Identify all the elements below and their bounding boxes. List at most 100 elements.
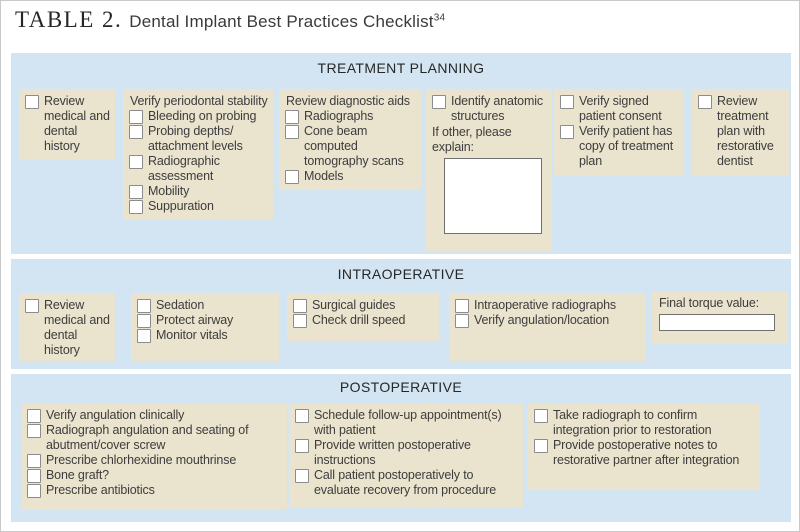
item-label: Bleeding on probing [148, 109, 257, 123]
item-label: Verify angulation/location [474, 313, 610, 327]
checklist-item: Verify angulation/location [455, 313, 640, 328]
item-label: Review treatment plan with restorative d… [717, 94, 774, 168]
section-intraoperative: INTRAOPERATIVE Review medical and dental… [11, 259, 791, 369]
item-label: Protect airway [156, 313, 234, 327]
checklist-item: Radiograph angulation and seating of abu… [27, 423, 282, 453]
checklist-item: Review medical and dental history [25, 94, 110, 154]
item-label: Verify signed patient consent [579, 94, 662, 123]
checklist-item: Prescribe antibiotics [27, 483, 282, 498]
figure-title: TABLE 2. Dental Implant Best Practices Ch… [15, 7, 445, 33]
column-header: Verify periodontal stability [130, 94, 268, 108]
checkbox[interactable] [295, 469, 309, 483]
checkbox[interactable] [432, 95, 446, 109]
checklist-item: Provide written postoperative instructio… [295, 438, 518, 468]
item-label: Verify angulation clinically [46, 408, 185, 422]
checkbox[interactable] [129, 200, 143, 214]
checklist-item: Protect airway [137, 313, 274, 328]
item-label: Radiographic assessment [148, 154, 220, 183]
final-torque-input[interactable] [659, 314, 775, 331]
checklist-item: Verify angulation clinically [27, 408, 282, 423]
checkbox[interactable] [27, 484, 41, 498]
group-review-history-io: Review medical and dental history [19, 293, 115, 361]
item-label: Cone beam computed tomography scans [304, 124, 404, 168]
checklist-item: Bone graft? [27, 468, 282, 483]
other-explain-textarea[interactable] [444, 158, 542, 234]
group-postop-integration: Take radiograph to confirm integration p… [528, 403, 760, 490]
checkbox[interactable] [455, 314, 469, 328]
checkbox[interactable] [27, 409, 41, 423]
checkbox[interactable] [285, 125, 299, 139]
checkbox[interactable] [25, 95, 39, 109]
checklist-item: Probing depths/ attachment levels [129, 124, 268, 154]
checkbox[interactable] [137, 329, 151, 343]
checkbox[interactable] [129, 110, 143, 124]
checkbox[interactable] [455, 299, 469, 313]
checkbox[interactable] [137, 314, 151, 328]
checklist-item: Take radiograph to confirm integration p… [534, 408, 755, 438]
table-title-text: Dental Implant Best Practices Checklist3… [129, 12, 445, 31]
group-review-plan-restorative: Review treatment plan with restorative d… [692, 89, 789, 175]
checklist-item: Provide postoperative notes to restorati… [534, 438, 755, 468]
item-label: Prescribe chlorhexidine mouthrinse [46, 453, 237, 467]
section-header-intraoperative: INTRAOPERATIVE [337, 266, 465, 282]
checkbox[interactable] [27, 454, 41, 468]
checkbox[interactable] [27, 424, 41, 438]
checklist-item: Review medical and dental history [25, 298, 110, 358]
item-label: Radiograph angulation and seating of abu… [46, 423, 249, 452]
checkbox[interactable] [285, 170, 299, 184]
group-review-history-tp: Review medical and dental history [19, 89, 115, 160]
item-label: Schedule follow-up appointment(s) with p… [314, 408, 502, 437]
item-label: Provide postoperative notes to restorati… [553, 438, 740, 467]
checklist-item: Review treatment plan with restorative d… [698, 94, 784, 169]
item-label: Call patient postoperatively to evaluate… [314, 468, 497, 497]
checkbox[interactable] [293, 299, 307, 313]
item-label: Verify patient has copy of treatment pla… [579, 124, 674, 168]
item-label: Review medical and dental history [44, 298, 110, 357]
item-label: Review medical and dental history [44, 94, 110, 153]
item-label: Bone graft? [46, 468, 109, 482]
item-label: Radiographs [304, 109, 374, 123]
checkbox[interactable] [534, 439, 548, 453]
checkbox[interactable] [129, 155, 143, 169]
item-label: Intraoperative radiographs [474, 298, 617, 312]
item-label: Surgical guides [312, 298, 396, 312]
checkbox[interactable] [560, 95, 574, 109]
item-label: Take radiograph to confirm integration p… [553, 408, 712, 437]
table-number-label: TABLE 2. [15, 7, 123, 32]
checkbox[interactable] [27, 469, 41, 483]
checklist-item: Verify signed patient consent [560, 94, 679, 124]
checkbox[interactable] [534, 409, 548, 423]
checkbox[interactable] [25, 299, 39, 313]
item-label: Monitor vitals [156, 328, 228, 342]
table-title-main: Dental Implant Best Practices Checklist [129, 12, 434, 31]
checklist-item: Monitor vitals [137, 328, 274, 343]
checkbox[interactable] [698, 95, 712, 109]
checklist-item: Call patient postoperatively to evaluate… [295, 468, 518, 498]
column-header: Final torque value: [659, 296, 759, 310]
checklist-item: Suppuration [129, 199, 268, 214]
checkbox[interactable] [129, 185, 143, 199]
checkbox[interactable] [560, 125, 574, 139]
checklist-item: Schedule follow-up appointment(s) with p… [295, 408, 518, 438]
group-postop-followup: Schedule follow-up appointment(s) with p… [289, 403, 523, 508]
checkbox[interactable] [129, 125, 143, 139]
checkbox[interactable] [295, 439, 309, 453]
checklist-item: Check drill speed [293, 313, 434, 328]
item-label: Models [304, 169, 344, 183]
checklist-item: Radiographs [285, 109, 416, 124]
checkbox[interactable] [137, 299, 151, 313]
item-label: Prescribe antibiotics [46, 483, 155, 497]
checkbox[interactable] [285, 110, 299, 124]
item-label: Mobility [148, 184, 190, 198]
checkbox[interactable] [293, 314, 307, 328]
checkbox[interactable] [295, 409, 309, 423]
checklist-item: Mobility [129, 184, 268, 199]
